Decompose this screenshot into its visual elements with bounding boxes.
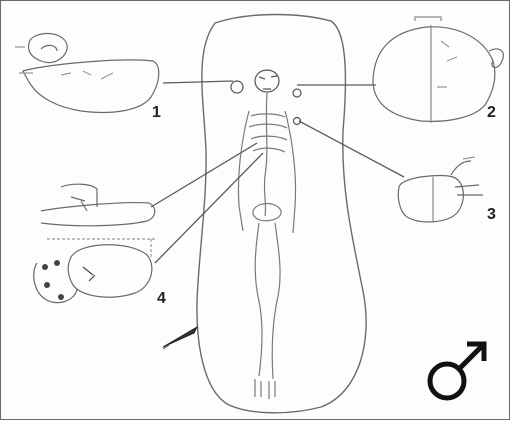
male-symbol-icon xyxy=(430,344,484,398)
callout-2: 2 xyxy=(487,105,496,121)
callout-1: 1 xyxy=(152,105,161,121)
callout-3: 3 xyxy=(487,207,496,223)
grave-pit-outline xyxy=(197,15,366,413)
skeleton xyxy=(231,70,301,399)
vessel-1-drawing xyxy=(15,34,159,113)
callout-4: 4 xyxy=(157,291,166,307)
blade-artifact-icon xyxy=(163,327,197,349)
vessel-3-drawing xyxy=(398,157,483,222)
connector-pot-1 xyxy=(163,81,233,83)
connector-lines xyxy=(151,81,404,263)
connector-pot-4b xyxy=(155,153,263,263)
vessel-4-drawing xyxy=(34,184,155,302)
vessel-2-drawing xyxy=(373,17,503,123)
connector-pot-3 xyxy=(299,121,404,177)
